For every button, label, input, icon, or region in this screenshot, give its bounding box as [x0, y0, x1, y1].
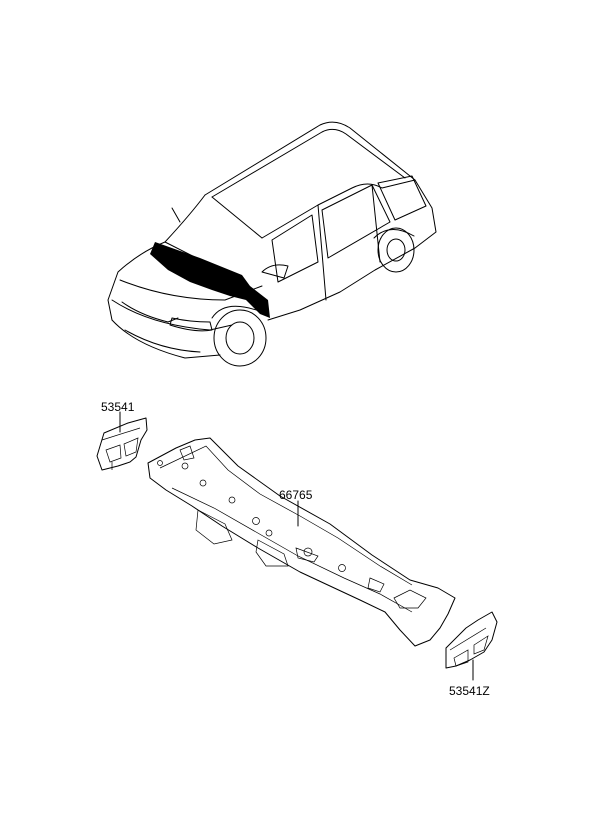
- bracket-right: [445, 611, 498, 681]
- bracket-left: [96, 411, 148, 471]
- label-53541: 53541: [101, 400, 135, 414]
- label-53541Z: 53541Z: [449, 684, 490, 698]
- vehicle-illustration: [107, 121, 437, 367]
- cowl-panel: [147, 437, 456, 647]
- label-66765: 66765: [279, 488, 313, 502]
- cowl-highlight: [150, 242, 270, 318]
